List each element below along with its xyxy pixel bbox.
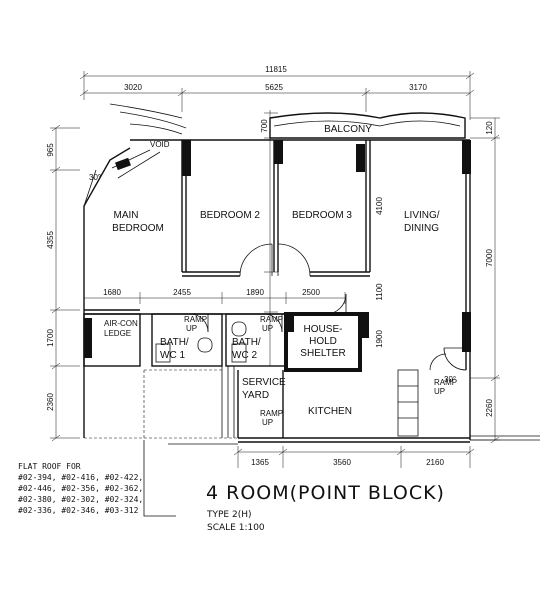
aircon-label-1: AIR-CON (104, 319, 138, 328)
dim-bottom-3: 2160 (426, 458, 444, 467)
shelter-label-3: SHELTER (300, 348, 345, 359)
dim-bottom-2: 3560 (333, 458, 351, 467)
dim-inner-1: 700 (260, 119, 269, 133)
plan-title: 4 ROOM(POINT BLOCK) (206, 482, 445, 504)
dim-right-1: 120 (485, 121, 494, 135)
dim-top-3: 3170 (409, 83, 427, 92)
bath1-label-2: WC 1 (160, 350, 185, 361)
dim-left-4: 2360 (46, 393, 55, 411)
living-label-1: LIVING/ (404, 210, 440, 221)
shelter-label-2: HOLD (309, 336, 337, 347)
dim-left-1: 965 (46, 143, 55, 157)
dim-mid-3: 1890 (246, 288, 264, 297)
dim-left-2: 4355 (46, 231, 55, 249)
ramp1-label-1: RAMP (184, 315, 207, 324)
shelter-label-1: HOUSE- (304, 324, 343, 335)
notes-line: #02-446, #02-356, #02-362, (18, 484, 144, 493)
dimension-labels: 11815 3020 5625 3170 965 4355 1700 2360 … (46, 65, 494, 467)
angle-label: 30° (89, 173, 101, 182)
dim-mid-2: 2455 (173, 288, 191, 297)
dim-inner-2: 4100 (375, 197, 384, 215)
dim-left-3: 1700 (46, 329, 55, 347)
main-bedroom-label-2: BEDROOM (112, 223, 164, 234)
notes-leader-line (143, 440, 176, 517)
dim-right-3: 2260 (485, 399, 494, 417)
living-label-2: DINING (404, 223, 439, 234)
service-yard-label-1: SERVICE (242, 377, 286, 388)
ramp3-label-1: RAMP (260, 409, 283, 418)
angle-label-small: 30° (444, 375, 456, 384)
dim-mid-1: 1680 (103, 288, 121, 297)
bedroom3-label: BEDROOM 3 (292, 210, 352, 221)
bath2-label-1: BATH/ (232, 337, 261, 348)
ramp1-label-2: UP (186, 324, 197, 333)
ramp2-label-2: UP (262, 324, 273, 333)
angle-line (83, 169, 97, 207)
ramp3-label-2: UP (262, 418, 273, 427)
structural-columns (84, 140, 471, 358)
service-yard-label-2: YARD (242, 390, 269, 401)
bath2-label-2: WC 2 (232, 350, 257, 361)
balcony-label: BALCONY (324, 124, 372, 135)
room-labels: BALCONY VOID MAIN BEDROOM BEDROOM 2 BEDR… (104, 124, 457, 427)
dim-overall: 11815 (265, 65, 287, 74)
notes-line: #02-336, #02-346, #03-312 (18, 506, 139, 515)
ramp4-label-1: RAMP (434, 378, 457, 387)
dim-right-2: 7000 (485, 249, 494, 267)
dim-mid-4: 2500 (302, 288, 320, 297)
kitchen-label: KITCHEN (308, 406, 352, 417)
main-bedroom-label-1: MAIN (114, 210, 139, 221)
dim-top-2: 5625 (265, 83, 283, 92)
void-label: VOID (150, 140, 170, 149)
aircon-label-2: LEDGE (104, 329, 131, 338)
bedroom2-label: BEDROOM 2 (200, 210, 260, 221)
plan-type: TYPE 2(H) (207, 510, 252, 520)
dim-top-1: 3020 (124, 83, 142, 92)
building-outline (83, 103, 540, 445)
flat-roof-notes: FLAT ROOF FOR #02-394, #02-416, #02-422,… (18, 461, 188, 516)
bath1-label-1: BATH/ (160, 337, 189, 348)
dim-inner-4: 1900 (375, 330, 384, 348)
dim-inner-3: 1100 (375, 283, 384, 301)
ramp4-label-2: UP (434, 387, 445, 396)
notes-line: #02-394, #02-416, #02-422, (18, 473, 144, 482)
plan-scale: SCALE 1:100 (207, 523, 265, 533)
notes-line: FLAT ROOF FOR (18, 462, 81, 471)
dim-bottom-1: 1365 (251, 458, 269, 467)
ramp2-label-1: RAMP (260, 315, 283, 324)
notes-line: #02-380, #02-302, #02-324, (18, 495, 144, 504)
